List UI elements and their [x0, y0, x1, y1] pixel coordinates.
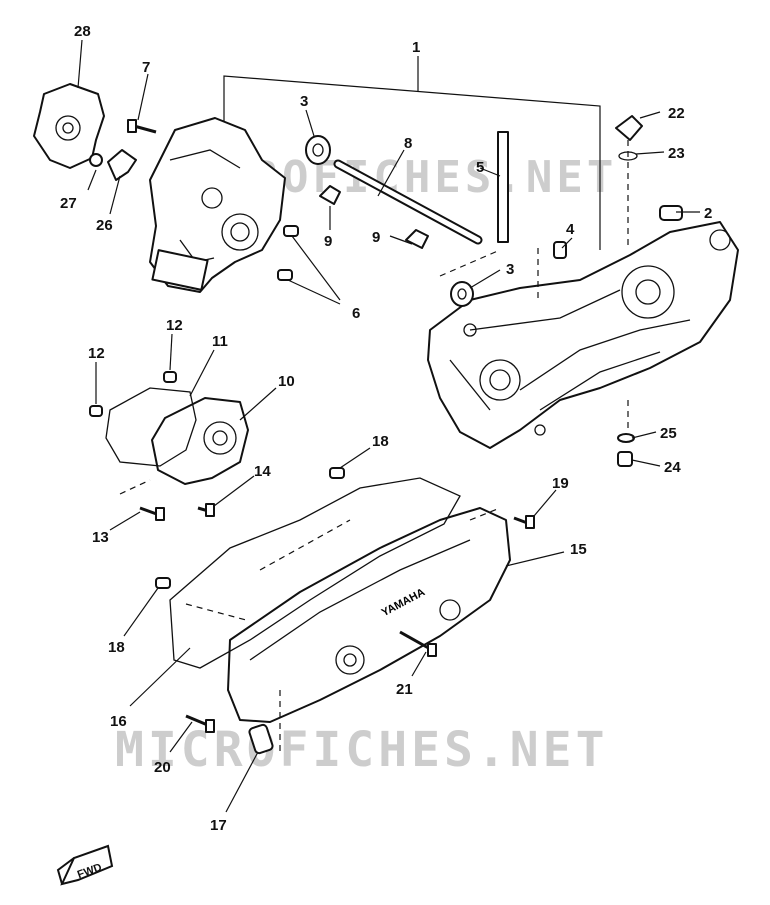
callout-27: 27 — [60, 195, 77, 212]
cover-gasket-16 — [169, 477, 461, 669]
callout-23: 23 — [668, 145, 685, 162]
callout-3-top: 3 — [300, 93, 308, 110]
callout-18-a: 18 — [372, 433, 389, 450]
plug-2 — [659, 205, 683, 221]
callout-13: 13 — [92, 529, 109, 546]
callout-26: 26 — [96, 217, 113, 234]
callout-20: 20 — [154, 759, 171, 776]
callout-17: 17 — [210, 817, 227, 834]
bolt-21 — [399, 630, 437, 657]
callout-25: 25 — [660, 425, 677, 442]
callout-19: 19 — [552, 475, 569, 492]
callout-12-a: 12 — [166, 317, 183, 334]
oil-pump-housing-10 — [151, 397, 249, 485]
callout-24: 24 — [664, 459, 681, 476]
left-crankcase-half — [149, 117, 286, 293]
drain-bolt-24 — [617, 451, 633, 467]
callout-8: 8 — [404, 135, 412, 152]
gasket-11 — [105, 387, 197, 467]
fwd-arrow-icon: FWD — [56, 844, 114, 886]
callout-14: 14 — [254, 463, 271, 480]
callout-22: 22 — [668, 105, 685, 122]
callout-15: 15 — [570, 541, 587, 558]
watermark-bottom: MICROFICHES.NET — [115, 722, 608, 778]
callout-5: 5 — [476, 159, 484, 176]
bolt-20 — [185, 714, 215, 733]
callout-4: 4 — [566, 221, 575, 238]
washer-25 — [617, 433, 635, 443]
assembly-bracket-1 — [223, 56, 601, 250]
filler-cap-22 — [615, 115, 643, 141]
dowel-18-a — [329, 467, 345, 479]
callout-6: 6 — [352, 305, 360, 322]
leader-lines — [77, 39, 700, 813]
bearing-3-top — [305, 135, 331, 165]
bracket-26 — [107, 149, 137, 181]
callout-7: 7 — [142, 59, 150, 76]
bearing-3-lower — [450, 281, 474, 307]
callout-10: 10 — [278, 373, 295, 390]
clip-9-upper — [319, 185, 341, 205]
clip-9-lower — [405, 229, 429, 249]
callout-3-lower: 3 — [506, 261, 514, 278]
dowel-17 — [248, 723, 274, 755]
callout-11: 11 — [212, 333, 228, 350]
dowel-12-b — [89, 405, 103, 417]
right-crankcase-half — [427, 221, 739, 449]
dowel-6-upper — [283, 225, 299, 237]
callouts: 1 2 3 3 4 5 6 7 8 9 9 10 11 12 12 13 14 … — [60, 23, 712, 834]
sensor-4 — [553, 241, 567, 259]
callout-18-b: 18 — [108, 639, 125, 656]
bolt-14 — [197, 503, 215, 517]
screw-27 — [89, 153, 103, 167]
callout-16: 16 — [110, 713, 127, 730]
shaft-8 — [333, 159, 483, 245]
callout-12-b: 12 — [88, 345, 105, 362]
dowel-6-lower — [277, 269, 293, 281]
callout-9-upper: 9 — [324, 233, 332, 250]
bolt-13 — [139, 506, 165, 521]
crankcase-cover-15: YAMAHA — [227, 507, 511, 723]
bolt-7 — [127, 119, 157, 134]
callout-9-lower: 9 — [372, 229, 380, 246]
callout-21: 21 — [396, 681, 413, 698]
bolt-19 — [513, 515, 535, 529]
dowel-12-a — [163, 371, 177, 383]
alignment-lines — [119, 140, 629, 752]
pin-5 — [497, 131, 509, 243]
dowel-18-b — [155, 577, 171, 589]
callout-1: 1 — [412, 39, 420, 56]
callout-2: 2 — [704, 205, 712, 222]
callout-28: 28 — [74, 23, 91, 40]
